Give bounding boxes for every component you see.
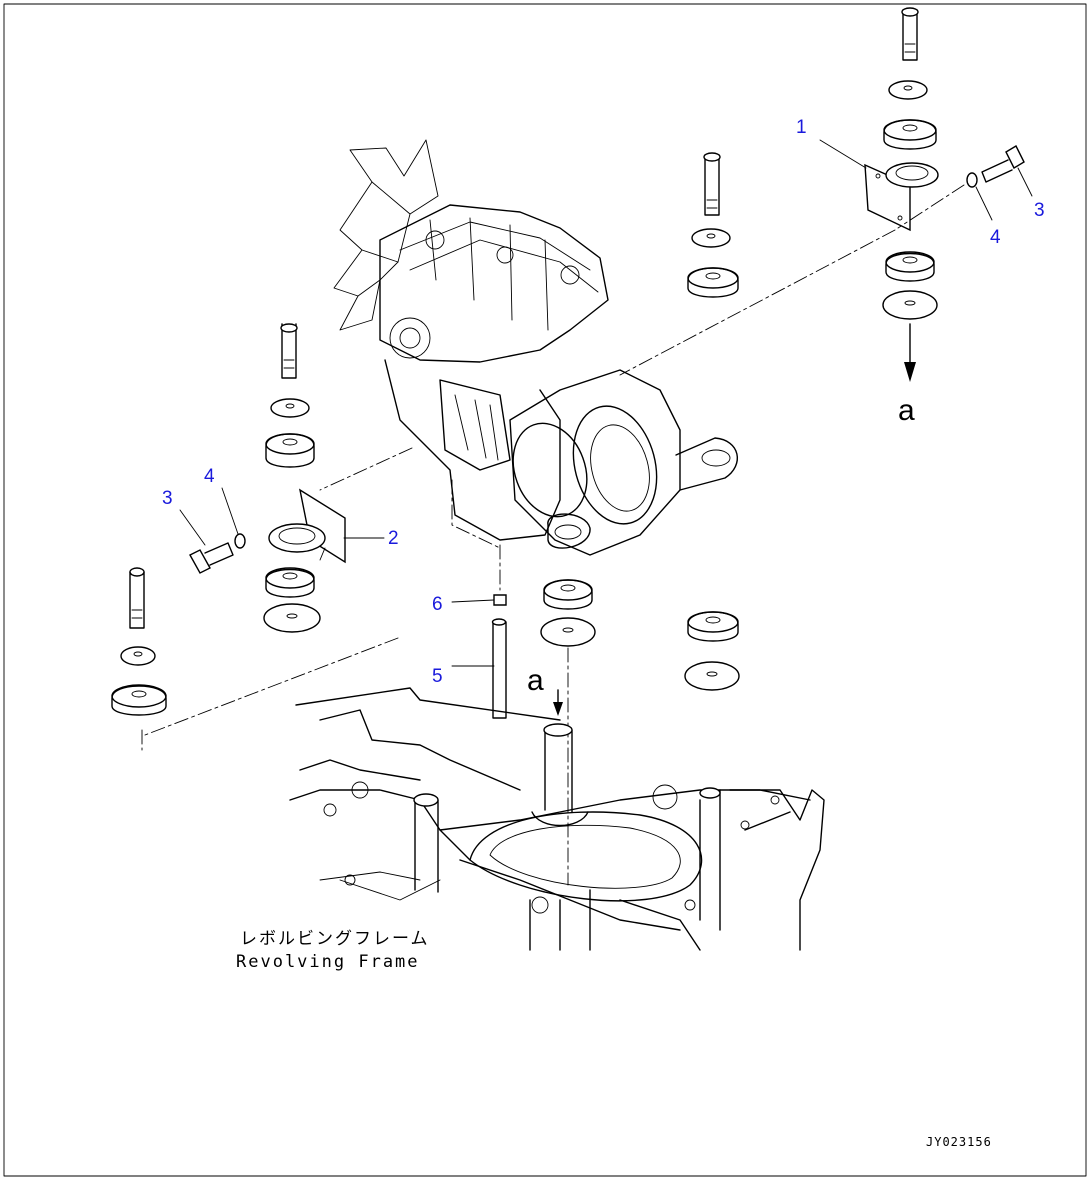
frame-label-jp: レボルビングフレーム <box>240 929 430 949</box>
far-left-bolt-stack <box>111 567 167 716</box>
left-align-line-lower <box>141 637 399 751</box>
callout-3-left: 3 <box>162 488 173 509</box>
leader-4-left <box>221 487 239 535</box>
center-bottom-mount-stack <box>540 579 596 647</box>
leader-1 <box>819 139 867 169</box>
callout-3-right: 3 <box>1034 200 1045 221</box>
right-align-line-lower <box>619 229 896 376</box>
left-mount-bracket <box>268 488 346 564</box>
callout-5: 5 <box>432 666 443 687</box>
left-lower-mount-stack <box>263 567 321 633</box>
marker-a-center: a <box>527 664 544 697</box>
drawing-border <box>3 3 1087 1177</box>
center-top-bolt-stack <box>687 152 739 298</box>
engine-assembly <box>333 139 738 556</box>
drawing-code: JY023156 <box>926 1135 992 1149</box>
right-align-line-upper <box>897 184 965 229</box>
leader-3-left <box>179 509 206 546</box>
leader-4-right <box>975 186 993 221</box>
leader-3-right <box>1017 167 1033 197</box>
pipe-and-clamp <box>491 544 507 719</box>
revolving-frame <box>289 687 825 951</box>
callout-6: 6 <box>432 594 443 615</box>
callout-4-right: 4 <box>990 227 1001 248</box>
left-top-bolt-stack <box>265 323 315 468</box>
right-lower-mount-stack <box>882 251 938 382</box>
right-top-bolt-stack <box>883 7 937 150</box>
left-align-line-upper <box>319 447 413 491</box>
callout-1: 1 <box>796 117 807 138</box>
left-bolt <box>189 533 246 574</box>
right-mount-bracket <box>864 162 939 232</box>
marker-a-right: a <box>898 394 915 427</box>
leader-6 <box>451 599 495 603</box>
right-standalone-mount-stack <box>684 611 740 691</box>
callout-2: 2 <box>388 528 399 549</box>
frame-label-en: Revolving Frame <box>236 952 420 972</box>
right-bolt <box>966 145 1025 188</box>
callout-4-left: 4 <box>204 466 215 487</box>
